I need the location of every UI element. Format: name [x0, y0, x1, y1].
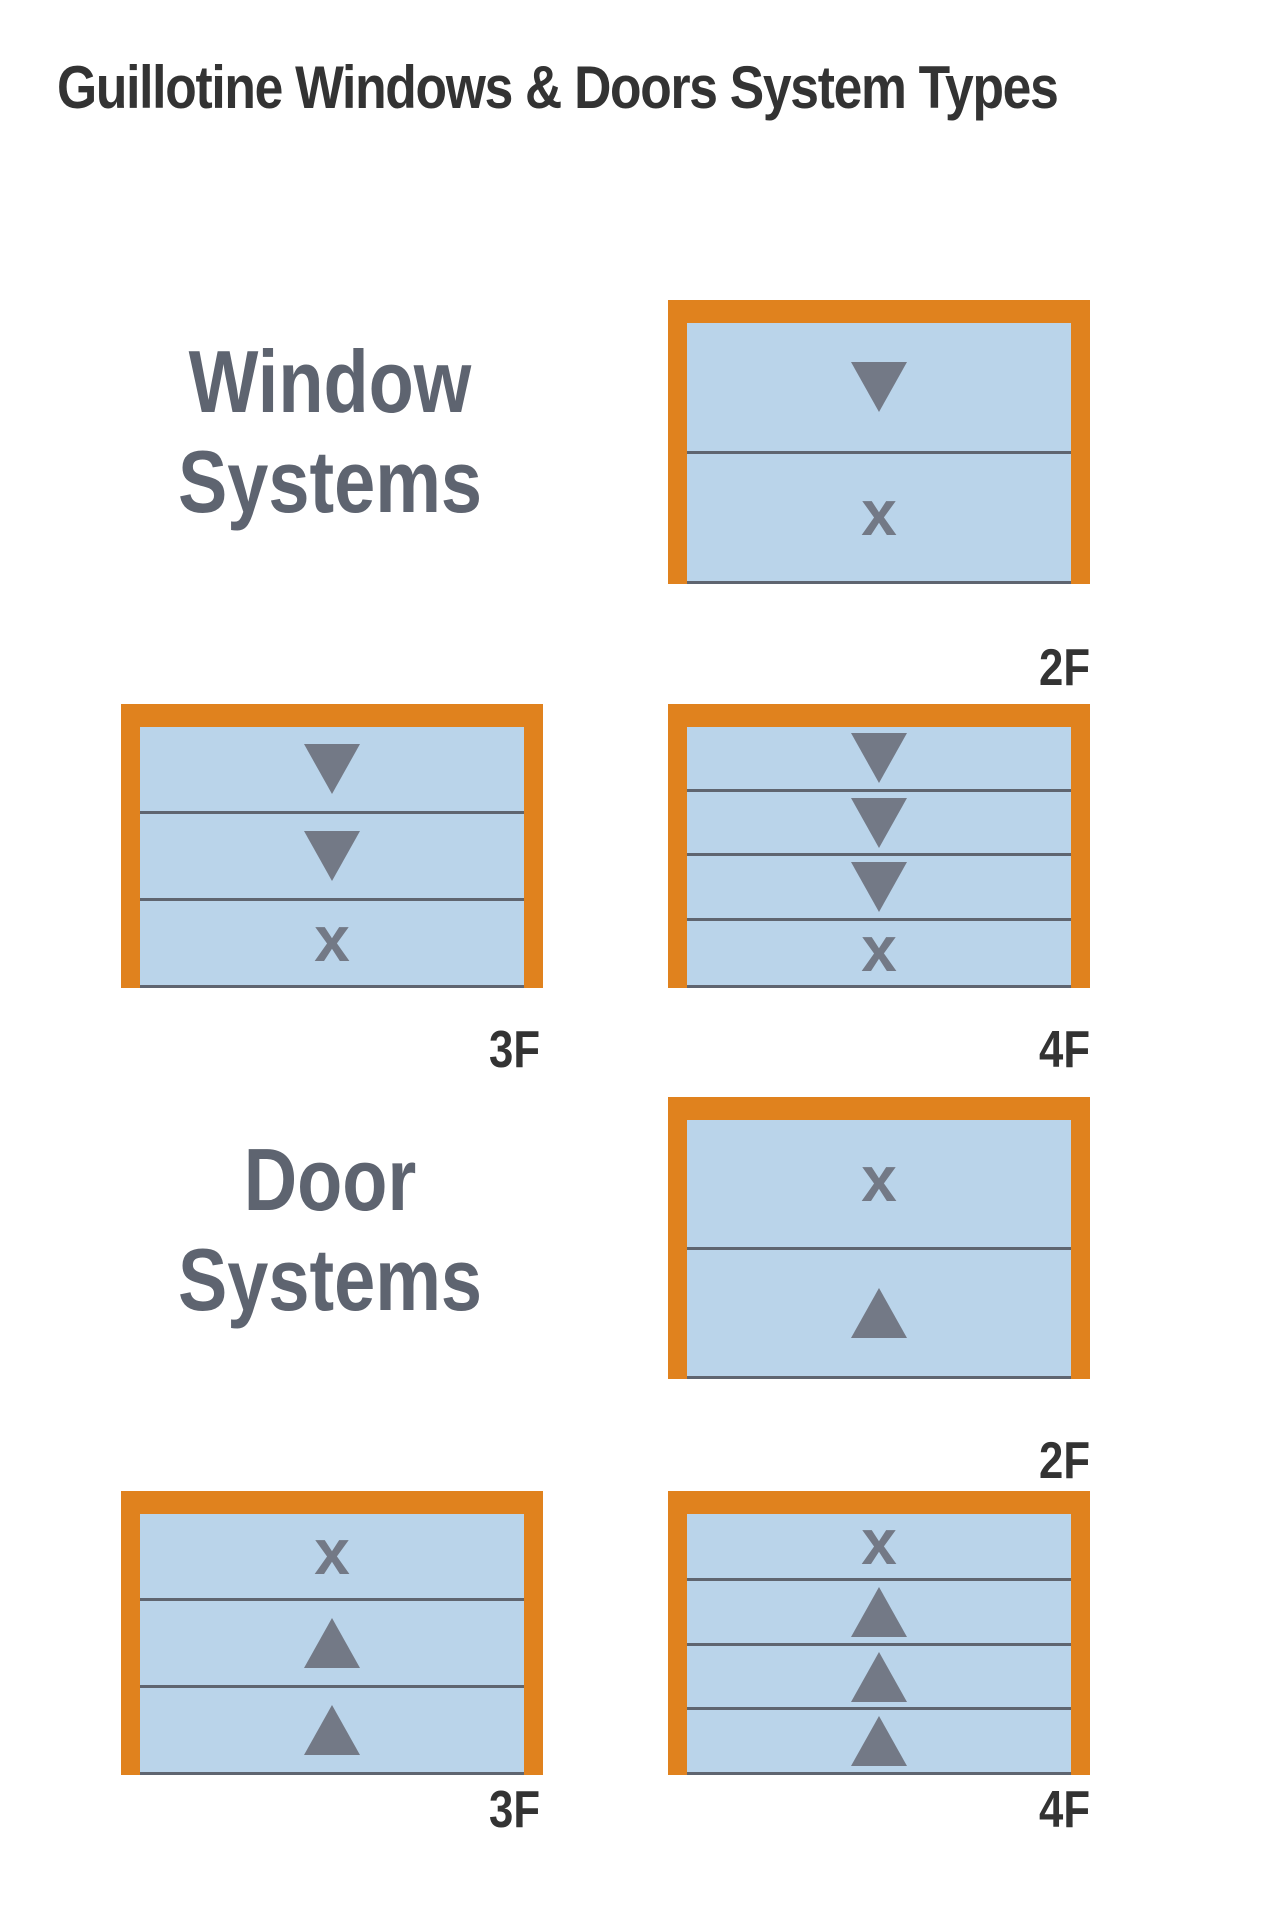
sash-panel [687, 727, 1071, 792]
door-label-line2: Systems [177, 1230, 483, 1329]
sash-panel [687, 1581, 1071, 1646]
x-icon: x [314, 903, 350, 975]
sash-panel [687, 323, 1071, 454]
sash-panel: x [687, 917, 1071, 989]
unit-code-label: 3F [489, 1021, 540, 1079]
sash-panel [140, 814, 524, 901]
sash-panel [687, 856, 1071, 922]
triangle-down-icon [851, 732, 907, 783]
x-icon: x [314, 1516, 350, 1588]
sash-panel [687, 792, 1071, 857]
sash-panel: x [687, 1510, 1071, 1581]
door-systems-label: Door Systems [170, 1130, 489, 1330]
door-unit-4f: x [668, 1491, 1090, 1776]
triangle-up-icon [851, 1651, 907, 1702]
page-title: Guillotine Windows & Doors System Types [57, 54, 1059, 121]
unit-code-label: 3F [489, 1781, 540, 1839]
sash-panel [140, 1601, 524, 1688]
triangle-down-icon [304, 831, 360, 881]
unit-code-label: 4F [1039, 1021, 1090, 1079]
window-unit-2f: x [668, 300, 1090, 584]
triangle-up-icon [851, 1287, 907, 1338]
triangle-down-icon [851, 797, 907, 848]
sash-panel: x [140, 1514, 524, 1601]
window-label-line1: Window [188, 332, 472, 431]
sash-panel [140, 727, 524, 814]
window-systems-label: Window Systems [170, 332, 489, 532]
triangle-up-icon [851, 1716, 907, 1767]
x-icon: x [861, 913, 897, 986]
triangle-up-icon [304, 1705, 360, 1755]
sash-panel: x [140, 901, 524, 988]
sash-panel [687, 1250, 1071, 1379]
sash-panel: x [687, 1120, 1071, 1250]
door-label-line1: Door [243, 1130, 417, 1229]
window-unit-4f: x [668, 704, 1090, 989]
window-label-line2: Systems [177, 432, 483, 531]
triangle-down-icon [851, 361, 907, 412]
triangle-down-icon [851, 862, 907, 913]
window-unit-3f: x [121, 704, 543, 988]
sash-panel: x [687, 454, 1071, 584]
sash-panel [687, 1710, 1071, 1776]
x-icon: x [861, 1143, 897, 1216]
triangle-up-icon [851, 1586, 907, 1637]
x-icon: x [861, 1506, 897, 1578]
unit-code-label: 2F [1039, 639, 1090, 697]
unit-code-label: 4F [1039, 1781, 1090, 1839]
unit-code-label: 2F [1039, 1432, 1090, 1490]
triangle-up-icon [304, 1618, 360, 1668]
triangle-down-icon [304, 744, 360, 794]
door-unit-3f: x [121, 1491, 543, 1775]
sash-panel [140, 1688, 524, 1775]
door-unit-2f: x [668, 1097, 1090, 1379]
x-icon: x [861, 477, 897, 550]
sash-panel [687, 1646, 1071, 1711]
